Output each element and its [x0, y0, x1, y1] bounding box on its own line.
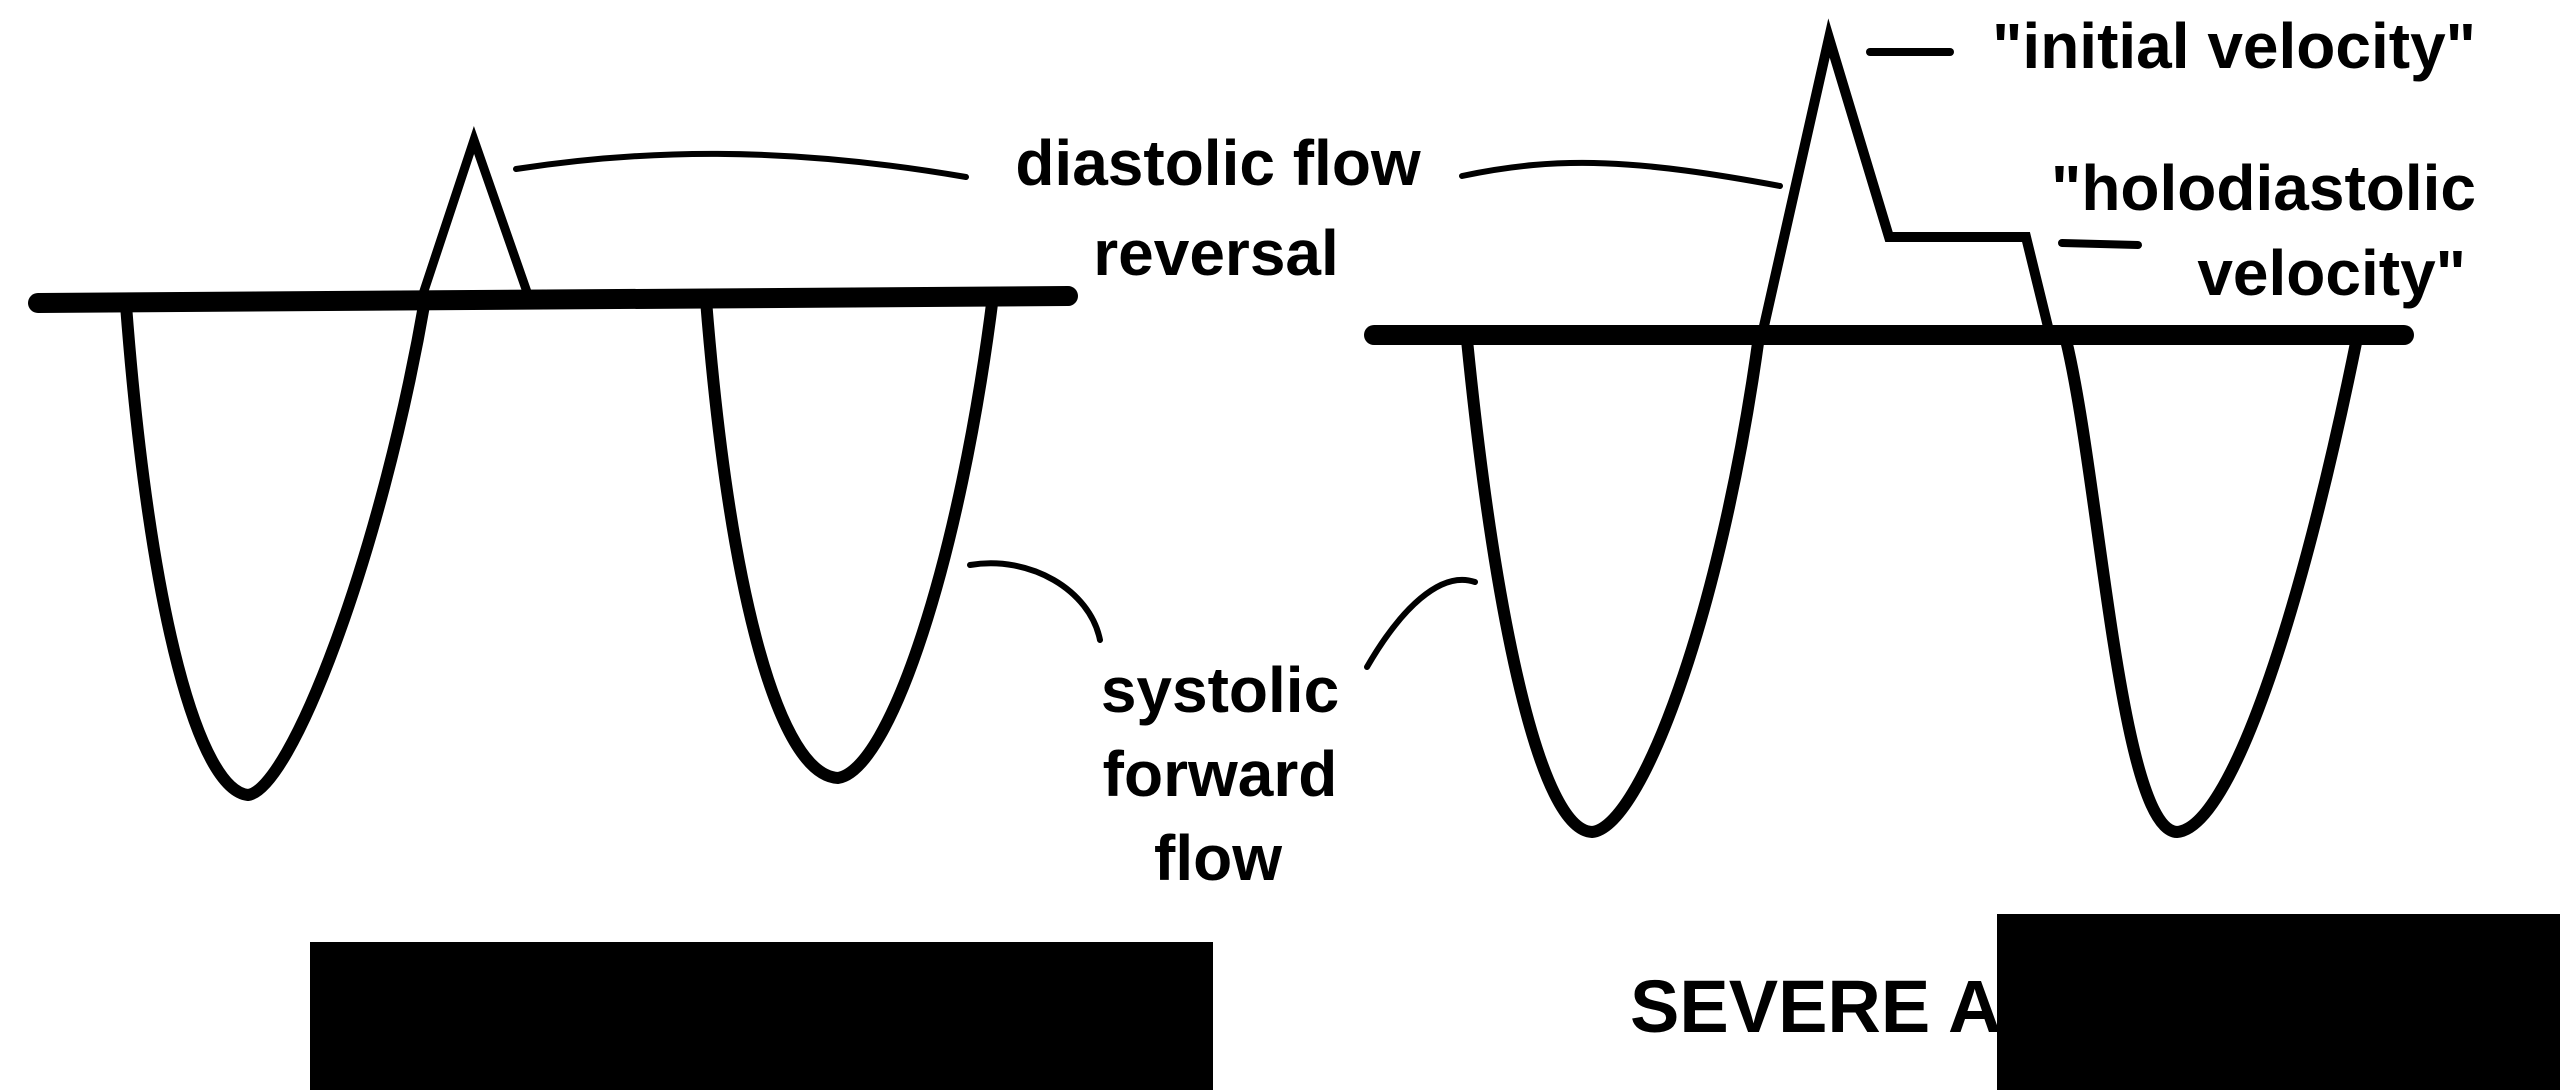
label-diastolic-flow-line1: diastolic flow	[1015, 127, 1421, 199]
left-baseline	[28, 286, 1078, 313]
leader-systolic-left	[967, 560, 1103, 643]
label-initial-velocity: "initial velocity"	[1992, 10, 2476, 82]
redaction-box-right	[1997, 914, 2560, 1090]
label-holodiastolic-line1: "holodiastolic	[2051, 152, 2476, 224]
right-systolic-trough-1	[1461, 335, 1765, 839]
right-diastolic-reversal-waveform	[1757, 18, 2055, 337]
captions: SEVERE A	[310, 914, 2560, 1090]
leader-diastolic-left	[513, 150, 969, 180]
leader-diastolic-right	[1459, 159, 1783, 189]
redaction-box-left	[310, 942, 1213, 1090]
label-systolic-line3: flow	[1154, 822, 1282, 894]
label-systolic-line2: forward	[1103, 738, 1338, 810]
label-diastolic-flow-line2: reversal	[1093, 217, 1339, 289]
annotation-labels: diastolic flow reversal systolic forward…	[1015, 10, 2476, 894]
leader-systolic-right	[1364, 577, 1478, 670]
right-waveform-panel	[1364, 18, 2414, 839]
right-systolic-trough-2	[2060, 336, 2363, 839]
leader-holodiastolic	[2058, 239, 2142, 249]
caption-right: SEVERE A	[1630, 965, 2001, 1048]
leader-lines	[513, 48, 2142, 670]
left-diastolic-reversal-spike	[416, 126, 532, 302]
label-holodiastolic-line2: velocity"	[2197, 237, 2466, 309]
label-systolic-line1: systolic	[1101, 654, 1339, 726]
left-waveform-panel	[28, 126, 1078, 802]
left-systolic-trough-1	[120, 298, 431, 802]
left-systolic-trough-2	[700, 295, 999, 785]
